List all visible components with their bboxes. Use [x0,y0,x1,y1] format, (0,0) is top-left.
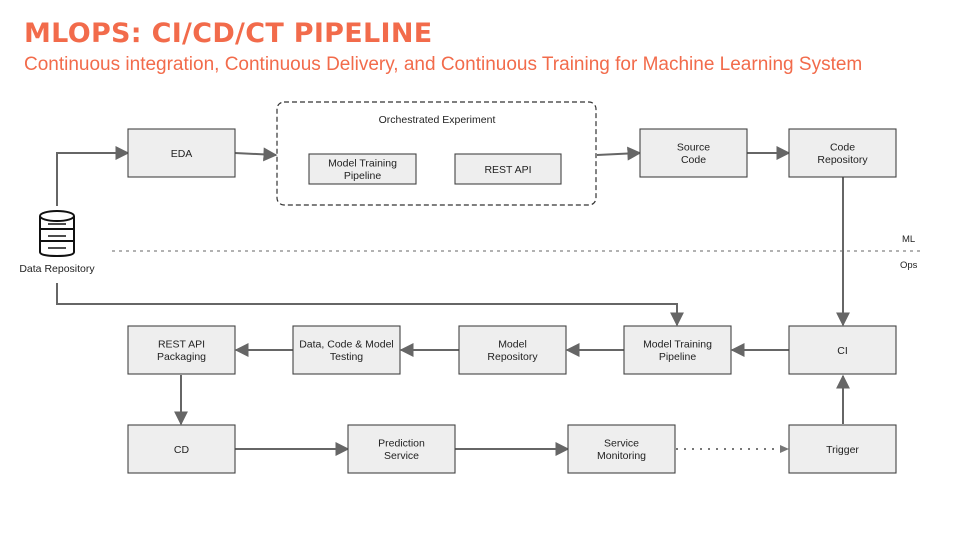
node-box [454,153,562,185]
edge-eda-to-experiment [234,147,278,162]
node-label: Testing [330,351,363,363]
node-box [127,128,236,178]
node-box [788,325,897,375]
node-box [458,325,567,375]
page-subtitle: Continuous integration, Continuous Deliv… [24,54,863,75]
zone-label-ops: Ops [900,260,918,271]
node-label: CI [837,345,848,357]
node-box [127,424,236,474]
node-box [127,325,236,375]
node-label: Pipeline [659,351,697,363]
edge-data-to-eda [56,146,130,206]
edges [56,146,850,456]
node-box [788,424,897,474]
node-box [292,325,401,375]
data-repository-label: Data Repository [19,263,95,275]
node-label: Prediction [378,438,425,450]
node-label: REST API [484,164,531,176]
node-label: CD [174,444,190,456]
node-trigger: Trigger [788,424,897,474]
node-box [567,424,676,474]
node-label: Service [384,450,419,462]
node-box [639,128,748,178]
node-box [347,424,456,474]
node-label: Code [830,142,855,154]
node-eda: EDA [127,128,236,178]
node-rest-api-inner: REST API [454,153,562,185]
edge-monitoring-to-trigger-head [780,445,789,453]
node-label: Pipeline [344,170,382,182]
node-label: Data, Code & Model [299,339,394,351]
page-title: MLOPS: CI/CD/CT PIPELINE [24,18,433,49]
node-box [788,128,897,178]
group-label: Orchestrated Experiment [379,114,496,126]
node-label: Model Training [643,339,712,351]
node-label: Source [677,142,710,154]
node-label: REST API [158,339,205,351]
edge-experiment-to-source [596,146,642,161]
edge-data-to-training [56,283,684,327]
node-box [623,325,732,375]
node-ci: CI [788,325,897,375]
node-label: Monitoring [597,450,646,462]
node-label: Service [604,438,639,450]
node-label: Model [498,339,527,351]
zone-label-ml: ML [902,234,915,245]
node-label: Repository [817,154,868,166]
node-label: Repository [487,351,538,363]
node-box [308,153,417,185]
database-icon [39,210,75,258]
node-label: Packaging [157,351,206,363]
node-label: EDA [171,148,193,160]
node-cd: CD [127,424,236,474]
node-label: Model Training [328,158,397,170]
node-label: Trigger [826,444,859,456]
node-label: Code [681,154,706,166]
